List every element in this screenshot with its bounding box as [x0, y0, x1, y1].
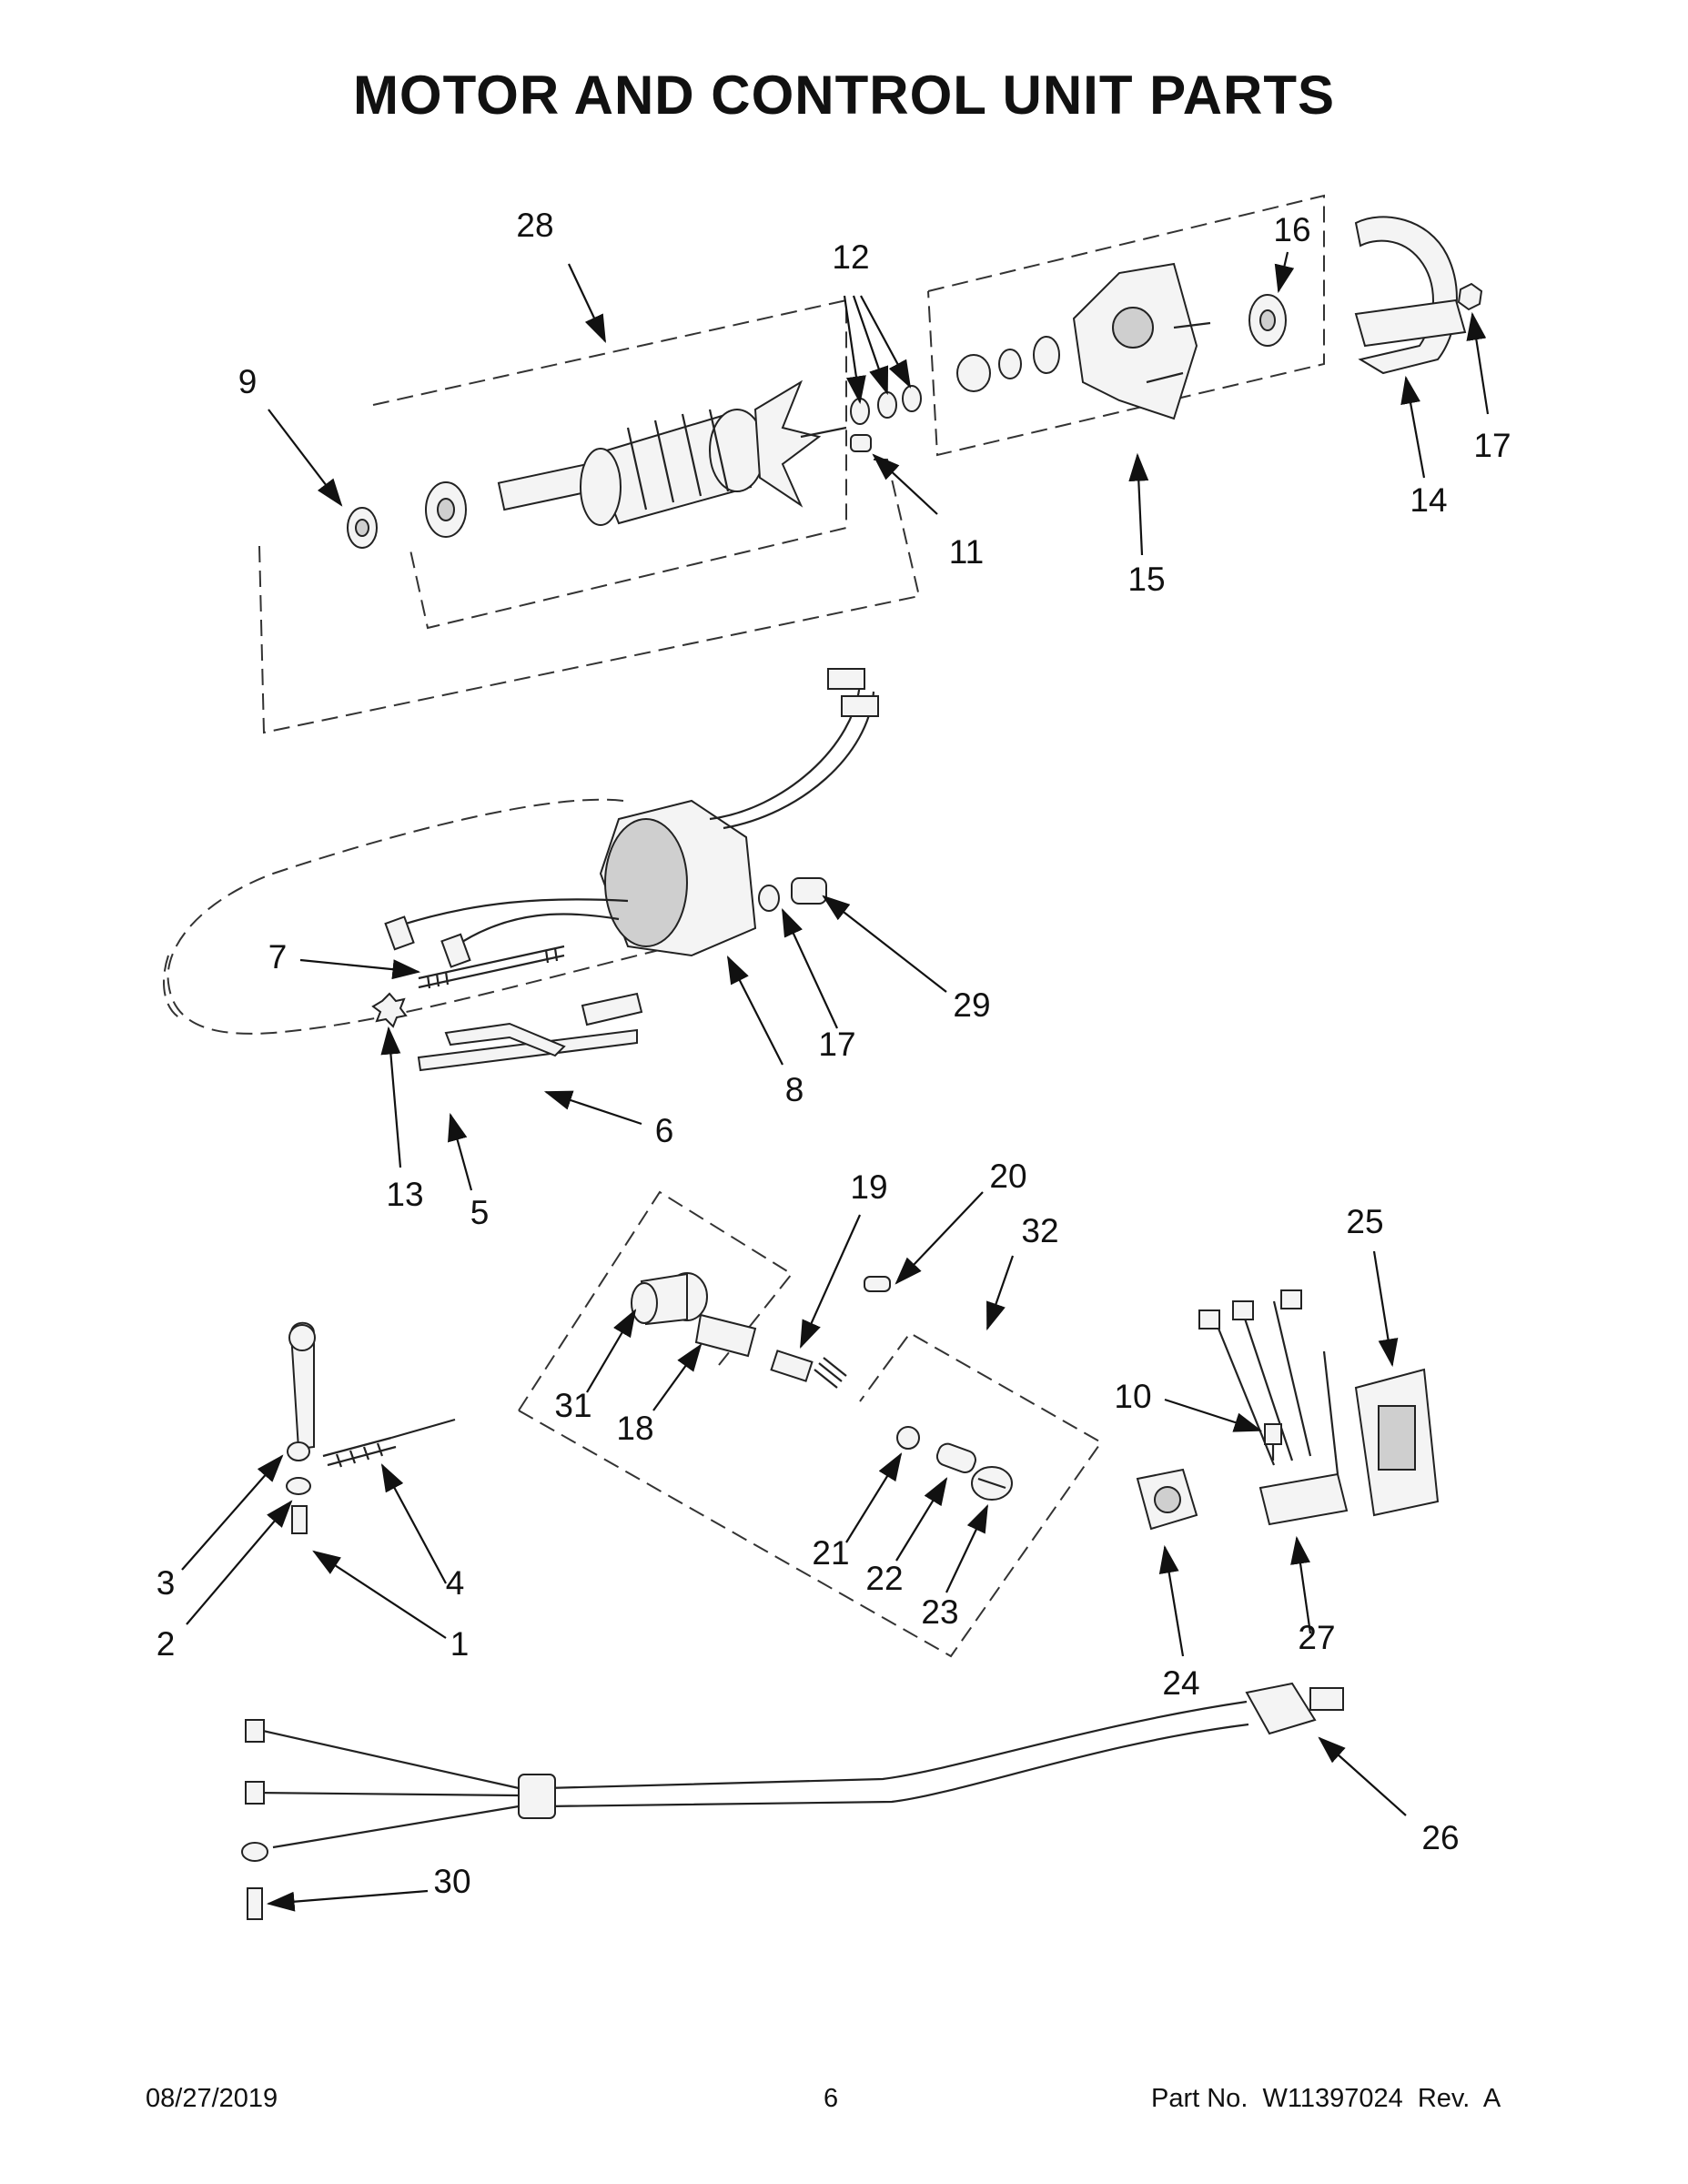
callout-24: 24: [1162, 1664, 1200, 1702]
armature-part-28: [425, 379, 847, 538]
screw-part-10: [1264, 1423, 1282, 1461]
bracket-part-14: [1354, 216, 1467, 375]
cap-part-11: [850, 434, 872, 452]
callout-6: 6: [654, 1112, 674, 1149]
callout-32: 32: [1021, 1212, 1059, 1249]
sleeve-part-31: [631, 1272, 708, 1326]
callout-10: 10: [1114, 1378, 1152, 1415]
power-cord-part-26: [241, 1682, 1344, 1862]
callout-8: 8: [784, 1071, 804, 1108]
stator-part-8: [384, 668, 879, 968]
callout-14: 14: [1410, 481, 1448, 519]
screw-part-7: [418, 945, 565, 989]
callout-12: 12: [832, 238, 870, 276]
callout-17-top: 17: [1473, 427, 1511, 464]
motor-housing-outline: [163, 798, 674, 1035]
callout-7: 7: [268, 938, 288, 976]
callout-19: 19: [850, 1168, 888, 1206]
strip-part-6: [581, 992, 643, 1026]
washers-part-12: [850, 385, 922, 425]
footer-page-number: 6: [824, 2084, 839, 2113]
bearing-part-9: [347, 507, 378, 549]
callout-22: 22: [865, 1560, 904, 1597]
armature-group-outline: [258, 194, 1325, 734]
strip-part-5: [417, 1022, 638, 1072]
holder-part-25: [1354, 1368, 1440, 1517]
nut-part-17-top: [1457, 282, 1483, 311]
callout-23: 23: [921, 1593, 959, 1631]
terminal-block-part-27: [1198, 1289, 1349, 1526]
end-bell-part-15: [956, 262, 1211, 420]
callout-9: 9: [238, 363, 258, 400]
spring-part-22: [935, 1442, 976, 1473]
callout-4: 4: [445, 1564, 465, 1602]
callout-15: 15: [1127, 561, 1166, 598]
callout-31: 31: [554, 1387, 592, 1424]
callout-11: 11: [948, 533, 985, 571]
callout-30: 30: [433, 1863, 471, 1900]
callout-18: 18: [616, 1410, 654, 1447]
callout-13: 13: [386, 1176, 424, 1213]
brush-group-outline: [518, 1190, 1103, 1658]
callout-16: 16: [1273, 211, 1311, 248]
callout-26: 26: [1421, 1819, 1460, 1856]
nut-part-17-mid: [758, 885, 780, 912]
callout-29: 29: [953, 986, 991, 1024]
brush-part-19: [770, 1350, 847, 1389]
spring-part-20: [864, 1276, 891, 1292]
callout-20: 20: [989, 1158, 1027, 1195]
callout-2: 2: [156, 1625, 176, 1663]
callout-27: 27: [1298, 1619, 1336, 1656]
spring-part-4: [322, 1418, 456, 1468]
screw-part-30: [247, 1887, 263, 1920]
lever-part-3: [287, 1321, 316, 1461]
cap-part-23: [971, 1466, 1013, 1501]
sleeve-part-29: [791, 877, 827, 905]
bearing-part-16: [1248, 294, 1287, 347]
cap-part-21: [896, 1426, 920, 1450]
callout-28: 28: [516, 207, 554, 244]
callout-25: 25: [1346, 1203, 1384, 1240]
callout-5: 5: [470, 1194, 490, 1231]
leader-lines: [181, 251, 1490, 1912]
callout-3: 3: [156, 1564, 176, 1602]
callout-21: 21: [812, 1534, 850, 1572]
callout-1: 1: [450, 1625, 470, 1663]
screw-part-1: [291, 1505, 308, 1534]
switch-part-24: [1136, 1468, 1198, 1531]
footer-date: 08/27/2019: [146, 2084, 278, 2113]
callout-17-mid: 17: [818, 1026, 856, 1063]
brush-holder-part-18: [694, 1313, 757, 1358]
washer-part-2: [286, 1477, 311, 1495]
page-title: MOTOR AND CONTROL UNIT PARTS: [352, 65, 1336, 126]
star-washer-part-13: [371, 992, 408, 1028]
footer-part-number: Part No. W11397024 Rev. A: [1151, 2084, 1501, 2113]
